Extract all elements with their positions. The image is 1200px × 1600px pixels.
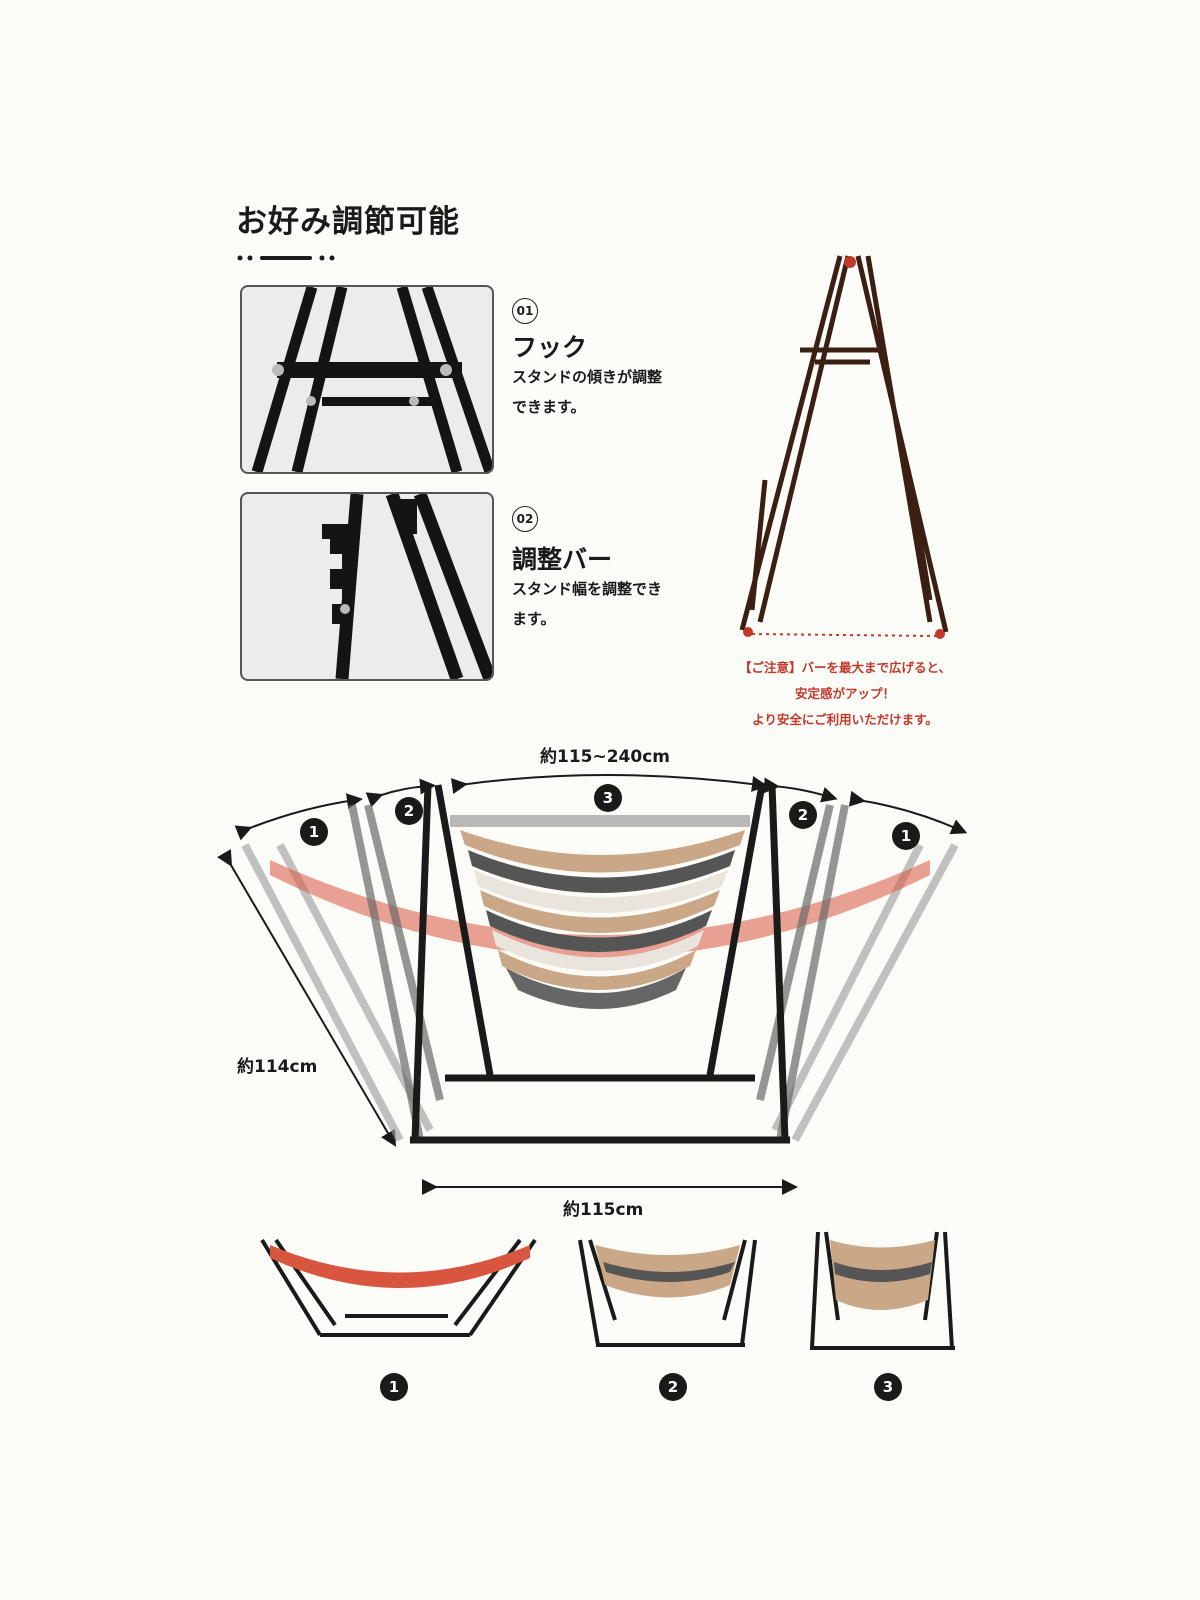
feature-title-adjust-bar: 調整バー (512, 545, 613, 574)
notice-line1: 【ご注意】バーを最大まで広げると、 (738, 660, 951, 675)
feature-desc-hook-line2: できます。 (512, 398, 586, 416)
badge-position-3: 3 (594, 784, 622, 812)
feature-number-02: 02 (512, 506, 538, 532)
thumb-badge-3: 3 (874, 1373, 902, 1401)
thumb-badge-2: 2 (659, 1373, 687, 1401)
feature-desc-hook-line1: スタンドの傾きが調整 (512, 368, 663, 386)
badge-position-2-left: 2 (395, 797, 423, 825)
feature-desc-adjust-bar-line2: ます。 (512, 610, 556, 628)
feature-desc-adjust-bar-line1: スタンド幅を調整でき (512, 580, 663, 598)
notice-line2: 安定感がアップ！ (794, 686, 895, 701)
dimension-width-range: 約115~240cm (540, 747, 671, 767)
hook-detail-photo (240, 285, 494, 474)
feature-number-01: 01 (512, 298, 538, 324)
badge-position-1-left: 1 (300, 818, 328, 846)
dimension-base-width: 約115cm (563, 1200, 644, 1220)
feature-desc-hook: スタンドの傾きが調整 できます。 (512, 362, 712, 422)
dimension-depth: 約114cm (237, 1057, 318, 1077)
notice-line3: より安全にご利用いただけます。 (752, 712, 938, 727)
feature-title-hook: フック (512, 333, 588, 362)
adjust-bar-detail-photo (240, 492, 494, 681)
title-divider (237, 255, 335, 261)
thumb-badge-1: 1 (380, 1373, 408, 1401)
feature-desc-adjust-bar: スタンド幅を調整でき ます。 (512, 574, 712, 634)
safety-notice: 【ご注意】バーを最大まで広げると、 安定感がアップ！ より安全にご利用いただけま… (705, 655, 985, 733)
badge-position-2-right: 2 (789, 801, 817, 829)
page-title: お好み調節可能 (236, 204, 460, 240)
badge-position-1-right: 1 (892, 822, 920, 850)
